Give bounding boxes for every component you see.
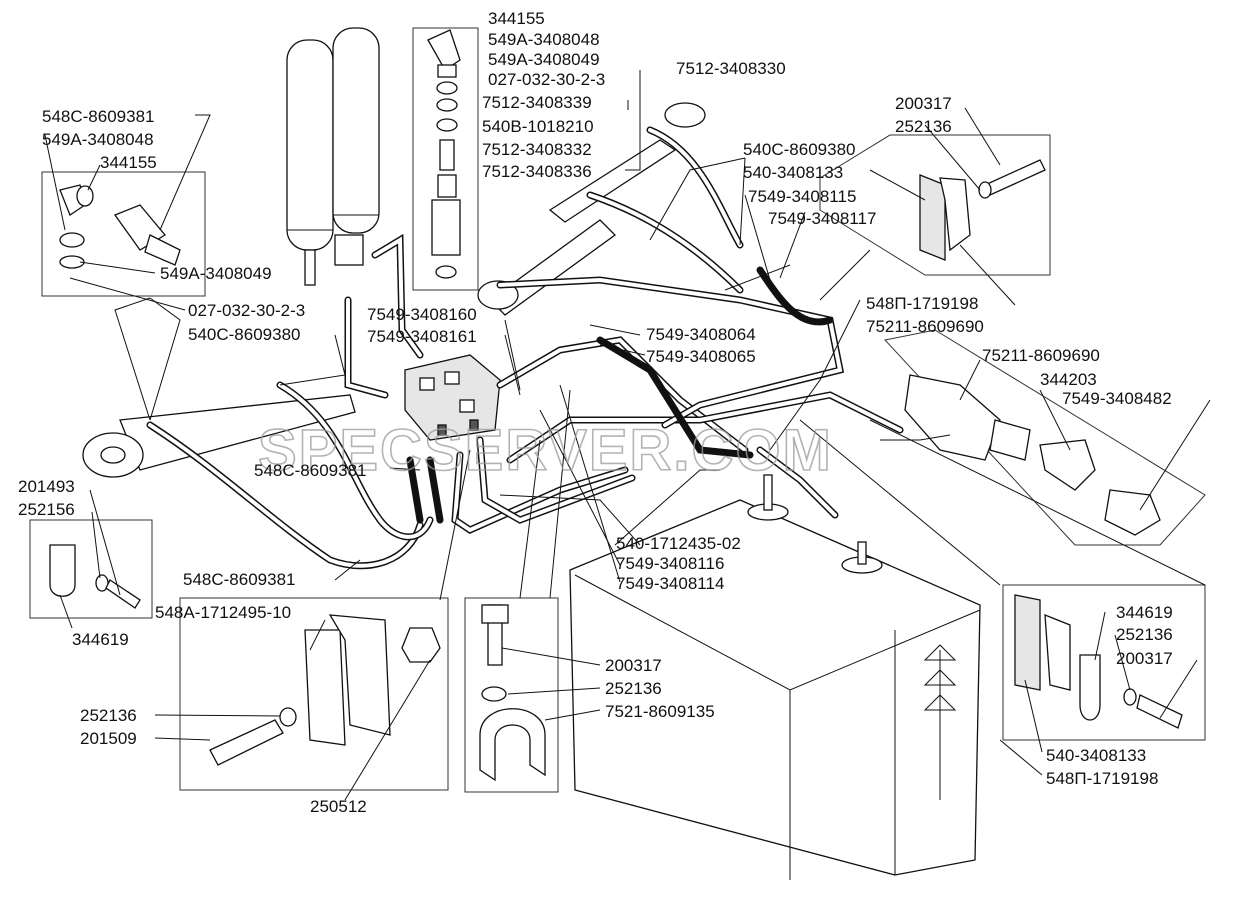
watermark-text: SPECSERVER.COM: [258, 418, 833, 483]
label-201509: 201509: [80, 729, 137, 748]
label-250512: 250512: [310, 797, 367, 816]
label-344155-left: 344155: [100, 153, 157, 172]
label-200317-middle: 200317: [605, 656, 662, 675]
clamp-group-bottom-right: [1014, 594, 1183, 729]
fittings-group-left: [59, 184, 181, 269]
label-549a-3408048-left: 549А-3408048: [42, 130, 154, 149]
label-7512-3408332: 7512-3408332: [482, 140, 592, 159]
clamp-group-upper-right: [919, 159, 1046, 261]
label-027-032-30-2-3-left: 027-032-30-2-3: [188, 301, 305, 320]
fittings-group-right: [904, 374, 1161, 536]
label-344619-left: 344619: [72, 630, 129, 649]
label-7549-3408064: 7549-3408064: [646, 325, 756, 344]
center-cylinder: [477, 102, 706, 316]
label-344619-right: 344619: [1116, 603, 1173, 622]
label-7549-3408115: 7549-3408115: [748, 187, 856, 206]
label-7549-3408116: 7549-3408116: [616, 554, 724, 573]
label-7549-3408117: 7549-3408117: [768, 209, 876, 228]
label-548p-1719198-lower: 548П-1719198: [1046, 769, 1158, 788]
fittings-column: [427, 29, 461, 279]
label-027-032-30-2-3-top: 027-032-30-2-3: [488, 70, 605, 89]
label-344203: 344203: [1040, 370, 1097, 389]
label-252136-bracket: 252136: [80, 706, 137, 725]
label-200317-right: 200317: [1116, 649, 1173, 668]
label-252136-right: 252136: [1116, 625, 1173, 644]
label-75211-8609690-box: 75211-8609690: [982, 346, 1100, 365]
leader-lines: [44, 70, 1211, 801]
hydraulic-hoses: [146, 126, 904, 570]
label-548a-1712495-10: 548А-1712495-10: [155, 603, 291, 622]
label-7549-3408065: 7549-3408065: [646, 347, 756, 366]
label-344155-top: 344155: [488, 9, 545, 28]
label-540v-1018210: 540В-1018210: [482, 117, 594, 136]
label-548s-8609381-upper: 548С-8609381: [42, 107, 154, 126]
horizontal-cylinder: [82, 394, 356, 478]
label-540s-8609380-left: 540С-8609380: [188, 325, 300, 344]
label-7521-8609135: 7521-8609135: [605, 702, 715, 721]
label-540s-8609380-right: 540С-8609380: [743, 140, 855, 159]
oil-tank: [569, 474, 981, 880]
label-201493: 201493: [18, 477, 75, 496]
label-549a-3408049-left: 549А-3408049: [160, 264, 272, 283]
part-group-boxes: [29, 27, 1206, 793]
label-200317-upper: 200317: [895, 94, 952, 113]
lift-cylinders: [286, 27, 380, 286]
label-7512-3408330: 7512-3408330: [676, 59, 786, 78]
label-548p-1719198-upper: 548П-1719198: [866, 294, 978, 313]
label-549a-3408048-top: 549А-3408048: [488, 30, 600, 49]
clamp-group-bottom-left: [49, 544, 141, 609]
label-548s-8609381-middle: 548С-8609381: [254, 461, 366, 480]
label-252136-upper: 252136: [895, 117, 952, 136]
bolt-clamp-group: [479, 604, 546, 782]
label-252136-middle: 252136: [605, 679, 662, 698]
label-549a-3408049-top: 549А-3408049: [488, 50, 600, 69]
label-7512-3408339: 7512-3408339: [482, 93, 592, 112]
distributor-valve: [404, 354, 501, 441]
label-540-3408133-lower: 540-3408133: [1046, 746, 1146, 765]
label-540-1712435-02: 540-1712435-02: [616, 534, 741, 553]
label-540-3408133-upper: 540-3408133: [743, 163, 843, 182]
label-7549-3408114: 7549-3408114: [616, 574, 724, 593]
bracket-group: [209, 614, 441, 766]
label-75211-8609690-upper: 75211-8609690: [866, 317, 984, 336]
label-7512-3408336: 7512-3408336: [482, 162, 592, 181]
label-7549-3408161: 7549-3408161: [367, 327, 477, 346]
label-252156: 252156: [18, 500, 75, 519]
part-number-labels: 344155 549А-3408048 549А-3408049 027-032…: [18, 9, 1173, 816]
label-548s-8609381-lower: 548С-8609381: [183, 570, 295, 589]
label-7549-3408160: 7549-3408160: [367, 305, 477, 324]
label-7549-3408482: 7549-3408482: [1062, 389, 1172, 408]
